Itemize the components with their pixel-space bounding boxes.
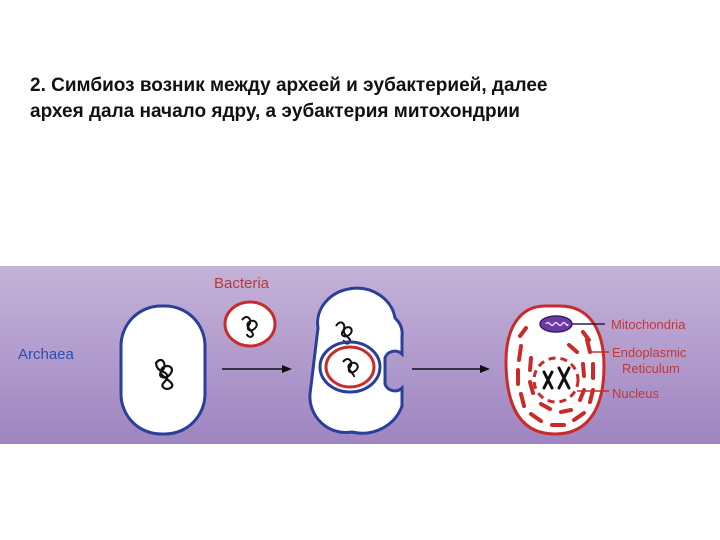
eukaryotic-cell (504, 304, 606, 436)
mitochondria-label: Mitochondria (611, 317, 686, 332)
engulfed-dna-icon (342, 358, 359, 378)
engulfing-membrane (318, 340, 382, 394)
engulfing-cell (308, 286, 404, 435)
er-label-line-1: Endoplasmic (612, 345, 687, 360)
er-label-line-2: Reticulum (622, 361, 680, 376)
er-dashes (516, 326, 595, 427)
chromosomes-icon (542, 366, 571, 390)
nucleus-envelope (532, 356, 580, 404)
slide-heading: 2. Симбиоз возник между археей и эубакте… (30, 73, 700, 125)
mitochondrion (539, 315, 573, 333)
nucleus-label: Nucleus (612, 386, 659, 401)
heading-line-2: архея дала начало ядру, а эубактерия мит… (30, 101, 520, 122)
endosymbiosis-diagram: Archaea Bacteria (0, 266, 720, 444)
bacteria-cell (223, 300, 277, 348)
archaea-cell (119, 304, 207, 436)
bacteria-dna-icon (241, 316, 258, 338)
diagram-canvas: Archaea Bacteria (0, 266, 720, 444)
archaea-label: Archaea (18, 346, 75, 363)
heading-line-1: 2. Симбиоз возник между археей и эубакте… (30, 75, 548, 96)
archaea-dna-icon (154, 358, 174, 390)
arrow-1 (222, 365, 292, 373)
arrow-2 (412, 365, 490, 373)
bacteria-label: Bacteria (214, 275, 270, 292)
